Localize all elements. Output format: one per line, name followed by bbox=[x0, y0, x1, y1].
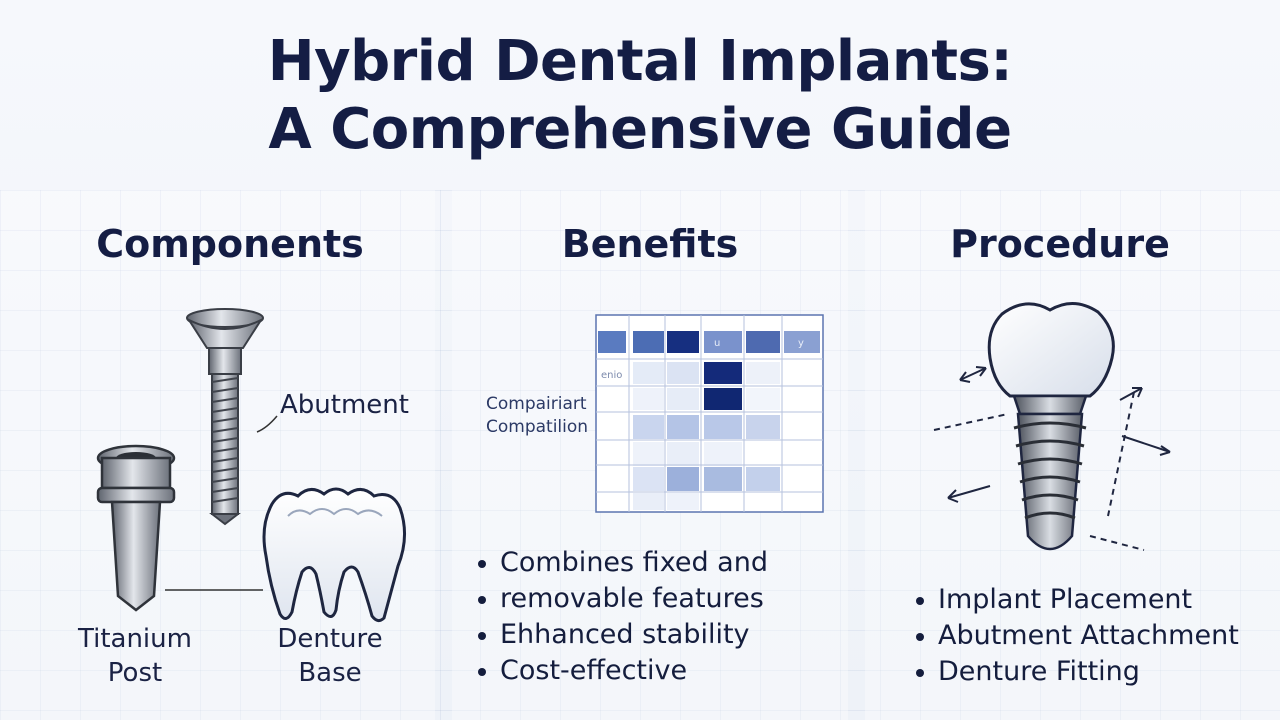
page-title: Hybrid Dental Implants: A Comprehensive … bbox=[0, 28, 1280, 164]
procedure-list: Implant Placement Abutment Attachment De… bbox=[914, 582, 1239, 690]
abutment-label: Abutment bbox=[280, 390, 409, 420]
benefit-item-1: Combines fixed and bbox=[476, 545, 768, 581]
procedure-item-1: Implant Placement bbox=[914, 582, 1239, 618]
titanium-post-label-line-2: Post bbox=[107, 658, 163, 688]
components-heading: Components bbox=[96, 222, 364, 266]
post-connector-line bbox=[165, 589, 263, 591]
matrix-header-text-1: u bbox=[714, 338, 720, 349]
comparison-matrix: u y enio bbox=[595, 314, 824, 513]
abutment-leader-line bbox=[256, 415, 278, 433]
benefits-heading: Benefits bbox=[561, 222, 739, 266]
benefits-list: Combines fixed and removable features Eh… bbox=[476, 545, 768, 689]
titanium-post-label-line-1: Titanium bbox=[78, 624, 192, 654]
denture-base-illustration bbox=[262, 487, 406, 623]
matrix-header-text-2: y bbox=[798, 338, 804, 349]
denture-base-label-line-1: Denture bbox=[277, 624, 383, 654]
benefit-item-3: Ehhanced stability bbox=[476, 617, 768, 653]
benefit-item-4: Cost-effective bbox=[476, 653, 768, 689]
benefit-item-2: removable features bbox=[476, 581, 768, 617]
matrix-row-label-2: Compatilion bbox=[486, 417, 589, 437]
title-line-2: A Comprehensive Guide bbox=[268, 97, 1012, 162]
procedure-item-2: Abutment Attachment bbox=[914, 618, 1239, 654]
titanium-post-label: Titanium Post bbox=[60, 622, 210, 690]
matrix-corner-text: enio bbox=[601, 370, 622, 381]
implant-crown-illustration bbox=[933, 302, 1171, 551]
procedure-item-3: Denture Fitting bbox=[914, 654, 1239, 690]
matrix-row-label-1: Compairiart bbox=[486, 394, 587, 414]
titanium-post-illustration bbox=[96, 444, 176, 612]
abutment-screw-illustration bbox=[186, 308, 264, 526]
procedure-heading: Procedure bbox=[950, 222, 1170, 266]
denture-base-label: Denture Base bbox=[260, 622, 400, 690]
title-line-1: Hybrid Dental Implants: bbox=[267, 29, 1013, 94]
denture-base-label-line-2: Base bbox=[298, 658, 362, 688]
